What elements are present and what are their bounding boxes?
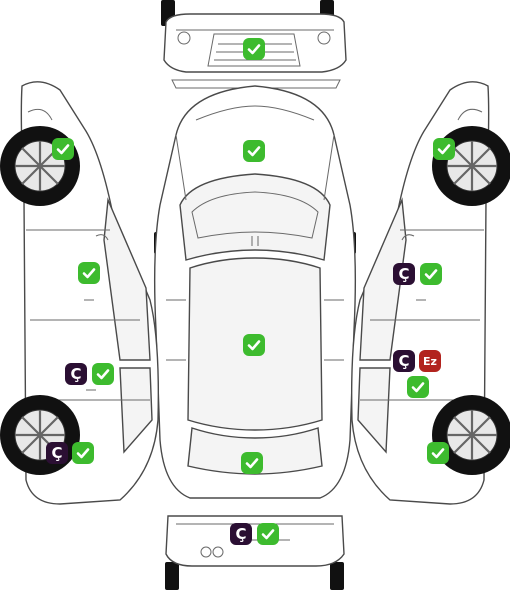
front-bumper-ok-check-icon[interactable] [243,38,265,60]
left-rear-door-ok-check-icon[interactable] [92,363,114,385]
rear-bumper-diagram [165,515,345,590]
rear-bumper-ok-check-icon[interactable] [257,523,279,545]
right-rear-fender-ok-check-icon[interactable] [427,442,449,464]
right-front-door-c-mark[interactable]: Ç [393,263,415,285]
left-rear-fender-c-mark[interactable]: Ç [46,442,68,464]
left-front-fender-ok-check-icon[interactable] [52,138,74,160]
right-rear-door-ok-check-icon[interactable] [407,376,429,398]
right-front-door-ok-check-icon[interactable] [420,263,442,285]
right-rear-door-ez-mark[interactable]: Ez [419,350,441,372]
rear-bumper-c-mark[interactable]: Ç [230,523,252,545]
trunk-ok-check-icon[interactable] [241,452,263,474]
left-rear-door-c-mark[interactable]: Ç [65,363,87,385]
left-rear-fender-ok-check-icon[interactable] [72,442,94,464]
right-side-diagram [350,81,510,505]
left-side-diagram [0,81,160,505]
right-front-fender-ok-check-icon[interactable] [433,138,455,160]
roof-ok-check-icon[interactable] [243,334,265,356]
left-front-door-ok-check-icon[interactable] [78,262,100,284]
right-rear-door-c-mark[interactable]: Ç [393,350,415,372]
hood-ok-check-icon[interactable] [243,140,265,162]
